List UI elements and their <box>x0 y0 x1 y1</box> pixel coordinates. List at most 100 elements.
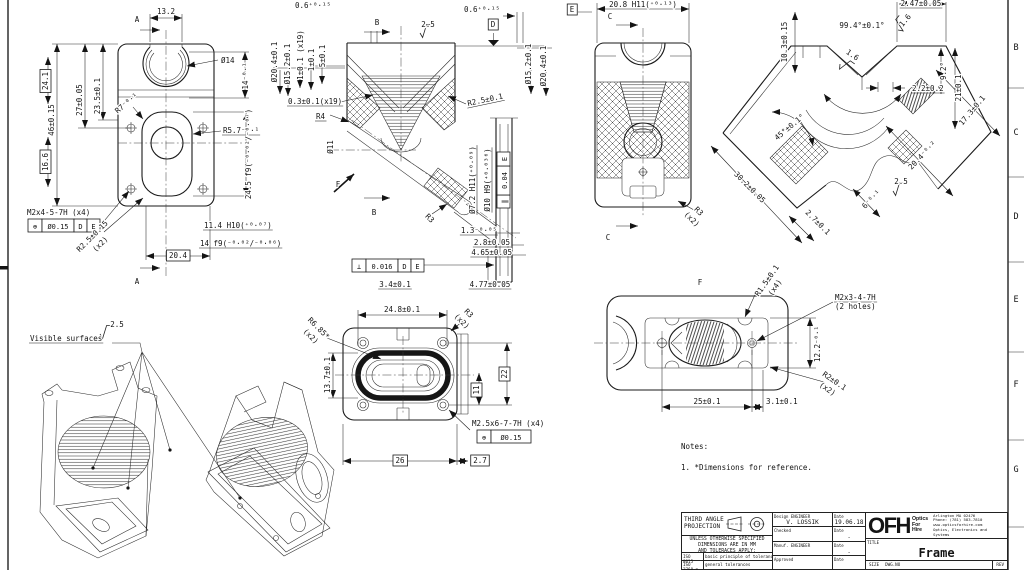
svg-text:30.2±0.05: 30.2±0.05 <box>732 170 767 205</box>
fcf-datum: E <box>415 263 419 271</box>
svg-text:2.8±0.05: 2.8±0.05 <box>474 238 510 247</box>
svg-text:2.7: 2.7 <box>473 456 487 465</box>
svg-text:2.47±0.05: 2.47±0.05 <box>901 0 942 8</box>
svg-text:20.8 H11(⁺⁰·¹³): 20.8 H11(⁺⁰·¹³) <box>609 0 677 9</box>
svg-text:11.4 H10(⁺⁰·⁰⁷): 11.4 H10(⁺⁰·⁰⁷) <box>204 221 272 230</box>
dim-label: 1.6 <box>843 46 862 64</box>
fcf-perpendicularity: ⊥ 0.016 D E <box>351 258 425 273</box>
svg-text:25±0.1: 25±0.1 <box>693 397 720 406</box>
dim-label: C <box>605 232 612 243</box>
svg-text:B: B <box>372 208 377 217</box>
svg-text:13.7±0.1: 13.7±0.1 <box>323 357 332 393</box>
view-f-top <box>594 287 834 412</box>
title-block: THIRD ANGLE PROJECTION UNLESS OTHERWISE … <box>681 512 1008 570</box>
dim-label: 1±0.1 (x19) <box>295 29 306 81</box>
title-block-company-column: OFH Optics For Hire Arlington MA 02476 P… <box>866 513 1007 569</box>
svg-text:M2.5x6-7-7H (x4): M2.5x6-7-7H (x4) <box>472 419 544 428</box>
dim-label: 2.47±0.05 <box>899 0 942 9</box>
svg-text:C: C <box>606 233 611 242</box>
dim-label: F <box>335 179 342 190</box>
dim-label: 21±0.1 <box>953 73 964 102</box>
dim-label: B <box>374 17 381 28</box>
parallelism-symbol-icon: ∥ <box>501 200 509 204</box>
svg-text:2.5: 2.5 <box>110 320 124 329</box>
view-a-front: ⊕ Ø0.15 D E <box>27 14 250 276</box>
projection-label: THIRD ANGLE PROJECTION <box>684 516 724 530</box>
svg-text:Ø7.2 H11(⁺⁰·⁰⁹): Ø7.2 H11(⁺⁰·⁰⁹) <box>468 146 477 214</box>
dim-label: F <box>697 277 704 288</box>
fcf-position-a: ⊕ Ø0.15 D E <box>27 218 101 233</box>
iso-view-right <box>205 381 335 557</box>
note-item: 1. *Dimensions for reference. <box>681 462 812 472</box>
svg-text:R4: R4 <box>316 112 326 121</box>
dim-label: 24.5 f9(⁻⁰·⁰²/⁻⁰·⁰⁷) <box>243 108 254 201</box>
svg-text:46±0.15: 46±0.15 <box>47 104 56 136</box>
dim-label: 0.6⁺⁰·¹⁵ <box>463 4 502 15</box>
svg-text:0.6⁺⁰·¹⁵: 0.6⁺⁰·¹⁵ <box>295 1 331 10</box>
signoff-row: Approved Date <box>773 555 865 569</box>
dim-label: Ø14 <box>220 55 236 66</box>
signoff-row: Manuf. ENGINEER Date. <box>773 541 865 556</box>
dim-label: 46±0.15 <box>46 103 57 137</box>
dim-label: 0.6⁺⁰·¹⁵ <box>294 0 333 11</box>
svg-text:10.3±0.15: 10.3±0.15 <box>780 22 789 63</box>
dim-label: 11.4 H10(⁺⁰·⁰⁷) <box>203 220 273 231</box>
svg-text:Ø11: Ø11 <box>326 140 335 154</box>
svg-text:Ø20.4±0.1: Ø20.4±0.1 <box>270 42 279 83</box>
svg-text:21±0.1: 21±0.1 <box>954 74 963 101</box>
dim-label: M2x3-4-7H <box>834 292 878 303</box>
svg-text:R7⁻⁰·¹: R7⁻⁰·¹ <box>113 91 140 115</box>
dim-label: 26 <box>392 454 408 467</box>
dim-label: 9.2° <box>938 61 949 81</box>
svg-text:13.2: 13.2 <box>157 7 175 16</box>
dim-label: D <box>487 18 499 31</box>
dim-label: 13.7±0.1 <box>322 356 333 395</box>
dim-label: Ø7.2 H11(⁺⁰·⁰⁹) <box>467 145 478 215</box>
svg-text:E: E <box>570 5 575 14</box>
svg-text:1.6: 1.6 <box>844 47 861 62</box>
title-block-standards-column: THIRD ANGLE PROJECTION UNLESS OTHERWISE … <box>682 513 773 570</box>
notes-heading: Notes: <box>681 442 709 451</box>
svg-text:1.3⁻⁰·⁰⁵: 1.3⁻⁰·⁰⁵ <box>461 226 497 235</box>
dim-label: Ø20.4±0.1 <box>538 44 549 87</box>
dim-label: 2.7 <box>470 454 490 467</box>
dim-label: Ø15.2±0.1 <box>523 42 534 85</box>
svg-text:4.77±0.05: 4.77±0.05 <box>470 280 511 289</box>
dim-label: 30.2±0.05 <box>731 168 769 206</box>
dim-label: 25±0.1 <box>692 396 721 407</box>
view-b-section: ⊥ 0.016 D E ∥ 0.04 E <box>273 12 552 283</box>
dim-label: 12.2⁻⁰·¹ <box>812 325 823 364</box>
zone-labels: B C D E F G <box>1012 42 1020 476</box>
svg-text:A: A <box>135 15 140 24</box>
svg-text:3.4±0.1: 3.4±0.1 <box>379 280 411 289</box>
svg-text:0.3±0.1(x19): 0.3±0.1(x19) <box>288 97 342 106</box>
dim-label: Ø10 H9(⁺⁰·⁰³⁶) <box>482 147 493 213</box>
zone-letter: B <box>1013 43 1018 53</box>
dim-label: 2.5 <box>109 319 125 330</box>
svg-text:5±0.1: 5±0.1 <box>318 45 327 68</box>
svg-text:2.7±0.1: 2.7±0.1 <box>803 208 832 237</box>
svg-text:26: 26 <box>395 456 405 465</box>
dim-label: A <box>134 276 141 287</box>
dim-label: 3.1±0.1 <box>765 396 799 407</box>
perpendicularity-symbol-icon: ⊥ <box>357 263 361 271</box>
dim-label: R3 <box>422 211 437 226</box>
fcf-datum: D <box>402 263 406 271</box>
dim-label: R5.7⁻⁰·¹ <box>222 125 261 136</box>
dim-label: 10.3±0.15 <box>779 20 790 63</box>
company-logo: OFH <box>868 512 911 538</box>
signoff-row: Checked Date. <box>773 527 865 542</box>
svg-text:R2.5±0.1: R2.5±0.1 <box>467 92 504 108</box>
svg-text:R3: R3 <box>423 212 436 225</box>
position-symbol-icon: ⊕ <box>33 223 38 231</box>
dim-label: Ø20.4±0.1 <box>269 40 280 83</box>
svg-text:1±0.1: 1±0.1 <box>307 49 316 72</box>
screw-holes <box>125 122 209 195</box>
svg-text:Ø15.2±0.1: Ø15.2±0.1 <box>283 44 292 85</box>
view-bottom-face: ⊕ Ø0.15 <box>326 310 532 465</box>
view-c-section <box>578 3 695 229</box>
dim-label: A <box>134 14 141 25</box>
dim-label: 6⁻⁰·¹ <box>859 187 884 212</box>
zone-letter: D <box>1013 212 1018 222</box>
